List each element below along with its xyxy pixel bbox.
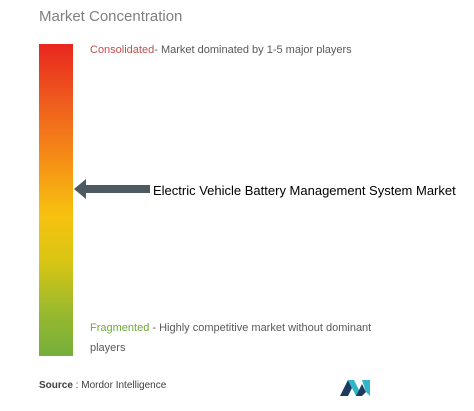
consolidated-label: Consolidated [90,44,155,56]
market-label: Electric Vehicle Battery Management Syst… [153,183,456,198]
mordor-intelligence-logo-icon [340,380,370,396]
fragmented-caption: Fragmented - Highly competitive market w… [90,318,390,358]
fragmented-label: Fragmented [90,322,150,334]
page-title: Market Concentration [39,8,183,25]
source-text: : Mordor Intelligence [72,380,167,391]
consolidated-caption: Consolidated- Market dominated by 1-5 ma… [90,44,352,56]
fragmented-description: - Highly competitive market without domi… [90,322,372,354]
concentration-gradient-bar [39,44,73,356]
source-label: Source [39,380,73,391]
source-caption: Source : Mordor Intelligence [39,380,166,391]
left-arrow-icon [74,179,150,199]
consolidated-description: - Market dominated by 1-5 major players [154,44,352,56]
